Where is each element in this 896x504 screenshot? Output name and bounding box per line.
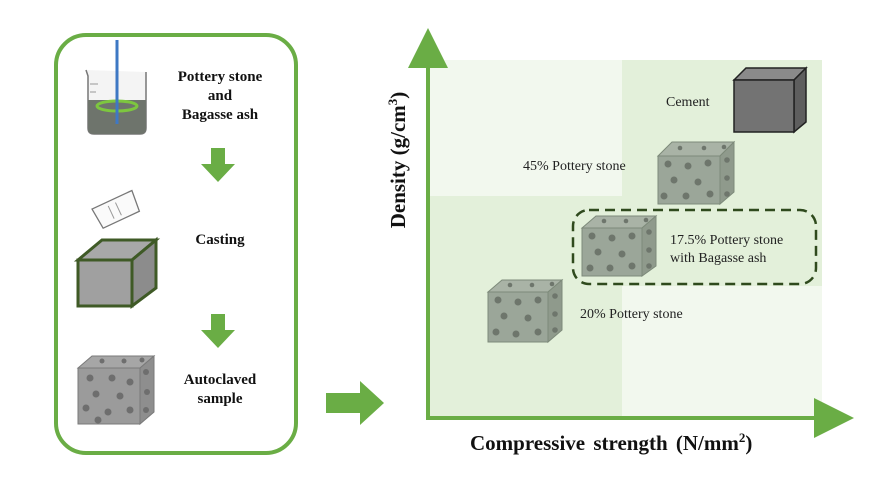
cube-175-icon [580, 214, 658, 277]
y-axis-close: ) [386, 91, 410, 99]
cube-20-icon [486, 278, 564, 344]
pottery-20-label: 20% Pottery stone [580, 307, 683, 322]
optimal-highlight-box [571, 208, 818, 286]
autoclaved-cube-icon [76, 354, 156, 426]
y-axis-sup: 3 [385, 98, 400, 106]
x-axis-label: Compressive strength (N/mm2) [470, 430, 752, 456]
step-mixing-label: Pottery stone and Bagasse ash [177, 69, 263, 123]
cement-block-icon [732, 66, 808, 134]
process-panel [54, 33, 298, 455]
pottery-45-label: 45% Pottery stone [523, 159, 626, 174]
pottery-175-label: 17.5% Pottery stone with Bagasse ash [670, 232, 783, 268]
cube-45-icon [656, 140, 736, 206]
pottery-175-line1: 17.5% Pottery stone [670, 233, 784, 248]
down-arrow-icon [201, 148, 235, 182]
pouring-beaker-icon [91, 189, 141, 230]
quadrant-top-left [428, 60, 622, 196]
step-autoclaved-label: Autoclaved sample [183, 372, 257, 407]
right-arrow-icon [326, 381, 384, 425]
down-arrow-icon [201, 314, 235, 348]
x-axis-close: ) [745, 431, 753, 455]
mould-box-icon [73, 236, 161, 309]
beaker-icon [85, 40, 147, 135]
cement-label: Cement [666, 95, 710, 110]
pottery-175-line2: with Bagasse ash [670, 251, 767, 266]
x-axis-sup: 2 [738, 430, 746, 445]
y-axis-text: Density (g/cm [386, 105, 410, 229]
x-axis-text: Compressive strength (N/mm [470, 431, 739, 455]
step-casting-label: Casting [195, 232, 245, 248]
